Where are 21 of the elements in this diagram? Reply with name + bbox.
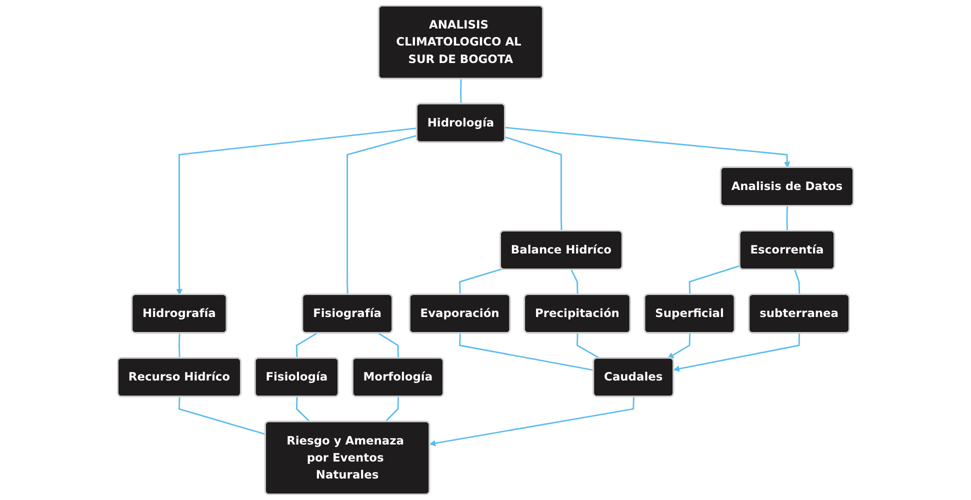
connector xyxy=(178,396,266,435)
connector xyxy=(688,265,740,295)
connector xyxy=(786,206,788,232)
connector xyxy=(178,333,180,358)
arrow xyxy=(668,333,691,358)
connector xyxy=(570,269,578,295)
connector xyxy=(576,333,600,359)
connector xyxy=(459,333,594,371)
connector xyxy=(296,396,310,422)
connector xyxy=(460,78,462,104)
arrow xyxy=(673,333,800,372)
connector xyxy=(378,332,399,358)
connector xyxy=(296,332,318,358)
connector xyxy=(346,134,418,295)
connector xyxy=(384,396,399,422)
connector xyxy=(459,268,502,295)
connector xyxy=(504,136,562,232)
arrow xyxy=(505,126,790,168)
arrow xyxy=(430,396,634,446)
arrow xyxy=(176,127,418,295)
connector xyxy=(794,269,800,295)
